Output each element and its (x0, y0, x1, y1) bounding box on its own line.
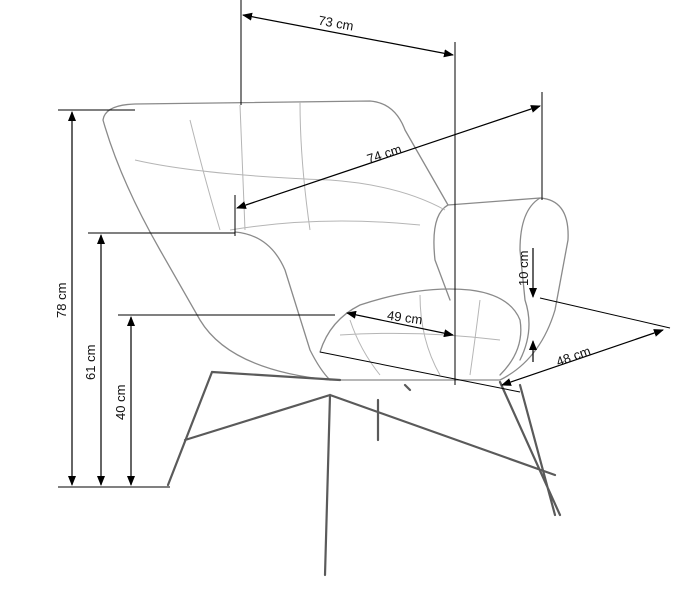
chair-legs (166, 370, 562, 577)
dimension-line-49 (346, 310, 454, 338)
label-seat-width: 48 cm (554, 343, 592, 369)
label-seat-height: 40 cm (113, 385, 128, 420)
dimension-line-74 (236, 105, 541, 209)
label-armrest-above-seat: 10 cm (516, 251, 531, 286)
label-diagonal-width: 74 cm (365, 141, 403, 166)
armchair-illustration (102, 100, 569, 577)
label-total-height: 78 cm (54, 283, 69, 318)
label-overall-width: 73 cm (317, 13, 354, 34)
dimension-line-48 (501, 329, 664, 386)
dimension-line-73 (242, 12, 454, 58)
chair-seams (134, 101, 501, 376)
label-armrest-height: 61 cm (83, 345, 98, 380)
chair-backrest (102, 100, 569, 381)
chair-left-arm (234, 231, 331, 381)
label-seat-depth: 49 cm (386, 308, 423, 328)
